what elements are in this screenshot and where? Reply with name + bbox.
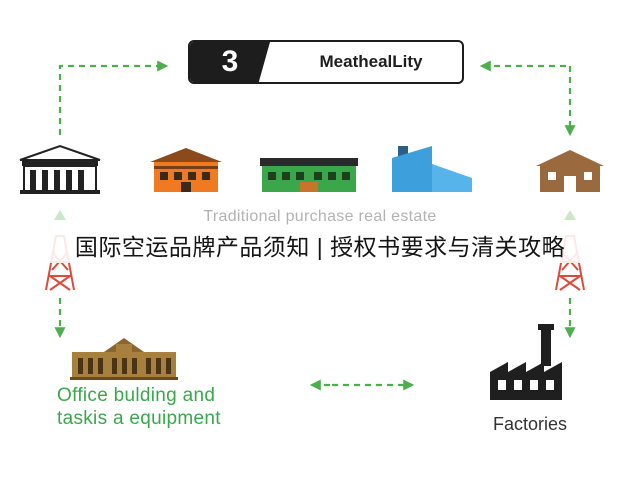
arrow-top-left [58, 60, 169, 135]
step-title: MeathealLity [319, 52, 423, 71]
office-label-line-1: Office bulding and [57, 385, 216, 406]
bank-building-icon [19, 144, 101, 194]
step-number: 3 [190, 42, 270, 82]
banner-background [0, 225, 640, 263]
faded-arrowhead-right [564, 210, 576, 220]
orange-building-icon [150, 148, 222, 192]
step-badge: 3 MeathealLity [188, 40, 464, 84]
office-label: Office bulding and taskis a equipment [57, 384, 297, 430]
faded-arrowhead-left [54, 210, 66, 220]
office-building-icon [70, 338, 178, 380]
green-building-icon [260, 158, 358, 192]
blue-building-icon [392, 146, 472, 192]
factory-icon [490, 324, 562, 400]
office-label-line-2: taskis a equipment [57, 408, 221, 429]
brown-house-icon [536, 150, 604, 192]
factories-label: Factories [492, 414, 568, 434]
banner-title: 国际空运品牌产品须知 | 授权书要求与清关攻略 [74, 234, 566, 260]
traditional-purchase-label: Traditional purchase real estate [203, 208, 437, 225]
connector-arrows [54, 60, 576, 391]
